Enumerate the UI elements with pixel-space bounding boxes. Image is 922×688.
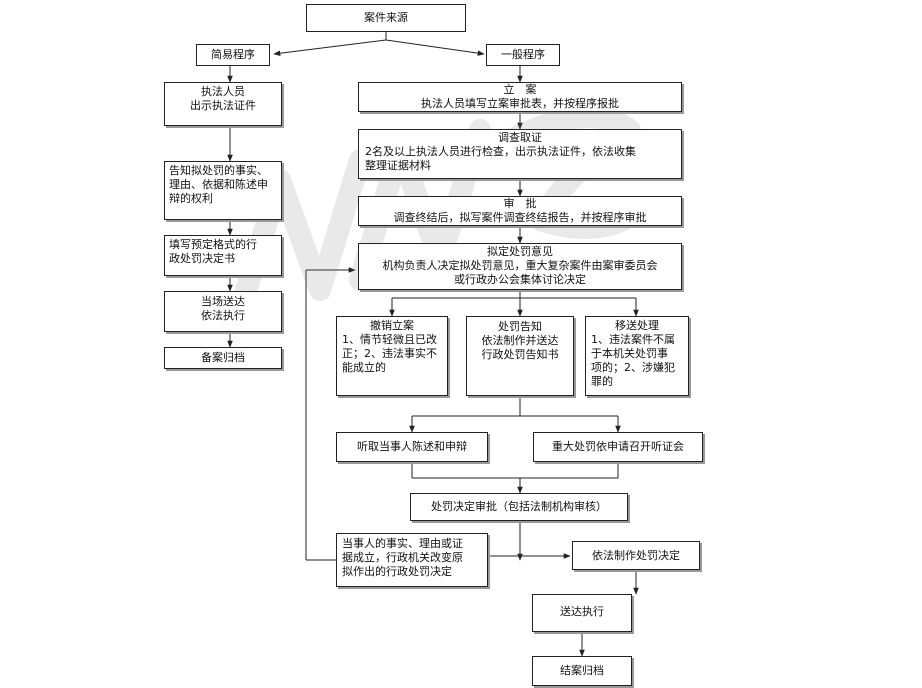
transfer-line-2: 于本机关处罚事 [591, 347, 668, 360]
cancel-filing-line-2: 正；2、违法事实不 [342, 347, 437, 360]
simple-step-5: 备案归档 [164, 347, 282, 369]
penalty-notice-line-1: 依法制作并送达 [481, 334, 559, 347]
hearing-label: 重大处罚依申请召开听证会 [552, 440, 684, 453]
simple-procedure-label: 简易程序 [211, 48, 255, 61]
statement-defense-label: 听取当事人陈述和申辩 [357, 440, 467, 453]
filing-text: 执法人员填写立案审批表，并按程序报批 [421, 97, 619, 110]
simple-step-3-line-2: 政处罚决定书 [169, 252, 235, 265]
transfer-line-4: 罪的 [591, 375, 613, 388]
deliver-label: 送达执行 [560, 605, 604, 618]
simple-step-1: 执法人员 出示执法证件 [164, 82, 282, 126]
simple-step-3: 填写预定格式的行 政处罚决定书 [164, 235, 282, 276]
filing-box: 立 案 执法人员填写立案审批表，并按程序报批 [358, 82, 682, 112]
decision-review-label: 处罚决定审批（包括法制机构审核） [431, 500, 607, 513]
cancel-filing-line-3: 能成立的 [342, 361, 386, 374]
changed-decision-box: 当事人的事实、理由或证 据成立，行政机关改变原 拟作出的行政处罚决定 [336, 533, 488, 587]
deliver-box: 送达执行 [532, 594, 632, 632]
investigation-title: 调查取证 [498, 131, 542, 144]
decision-review-box: 处罚决定审批（包括法制机构审核） [410, 493, 628, 521]
close-archive-box: 结案归档 [532, 656, 632, 686]
investigation-line-1: 2名及以上执法人员进行检查，出示执法证件，依法收集 [365, 145, 636, 158]
simple-step-4-line-2: 依法执行 [201, 309, 245, 322]
statement-defense-box: 听取当事人陈述和申辩 [336, 432, 488, 462]
simple-step-4: 当场送达 依法执行 [164, 291, 282, 332]
general-procedure-header: 一般程序 [486, 44, 560, 66]
hearing-box: 重大处罚依申请召开听证会 [533, 432, 703, 462]
transfer-box: 移送处理 1、违法案件不属 于本机关处罚事 项的；2、涉嫌犯 罪的 [585, 316, 689, 396]
investigation-box: 调查取证 2名及以上执法人员进行检查，出示执法证件，依法收集 整理证据材料 [358, 129, 682, 179]
simple-step-2-line-2: 理由、依据和陈述申 [169, 178, 268, 191]
simple-step-4-line-1: 当场送达 [201, 295, 245, 308]
make-decision-label: 依法制作处罚决定 [592, 549, 680, 562]
simple-step-5-line-1: 备案归档 [201, 351, 245, 364]
changed-decision-line-2: 据成立，行政机关改变原 [342, 551, 463, 564]
changed-decision-line-3: 拟作出的行政处罚决定 [342, 565, 452, 578]
transfer-line-1: 1、违法案件不属 [591, 333, 675, 346]
opinion-line-2: 或行政办公会集体讨论决定 [454, 273, 586, 286]
investigation-line-2: 整理证据材料 [365, 159, 431, 172]
approval-title: 审 批 [503, 197, 537, 210]
case-source-label: 案件来源 [364, 11, 408, 24]
transfer-title: 移送处理 [615, 319, 659, 332]
case-source-box: 案件来源 [306, 4, 466, 32]
filing-title: 立 案 [503, 83, 537, 96]
opinion-box: 拟定处罚意见 机构负责人决定拟处罚意见，重大复杂案件由案审委员会 或行政办公会集… [358, 243, 682, 290]
general-procedure-label: 一般程序 [501, 48, 545, 61]
simple-step-1-line-1: 执法人员 [201, 85, 245, 98]
cancel-filing-box: 撤销立案 1、情节轻微且已改 正；2、违法事实不 能成立的 [336, 316, 448, 396]
opinion-title: 拟定处罚意见 [487, 245, 553, 258]
close-archive-label: 结案归档 [560, 664, 604, 677]
simple-step-1-line-2: 出示执法证件 [190, 99, 256, 112]
changed-decision-line-1: 当事人的事实、理由或证 [342, 537, 463, 550]
approval-text: 调查终结后，拟写案件调查终结报告，并按程序审批 [393, 211, 647, 224]
simple-step-2-line-3: 辩的权利 [169, 192, 213, 205]
simple-procedure-header: 简易程序 [196, 44, 270, 66]
make-decision-box: 依法制作处罚决定 [572, 541, 700, 570]
opinion-line-1: 机构负责人决定拟处罚意见，重大复杂案件由案审委员会 [382, 259, 658, 272]
approval-box: 审 批 调查终结后，拟写案件调查终结报告，并按程序审批 [358, 196, 682, 226]
cancel-filing-title: 撤销立案 [370, 319, 414, 332]
penalty-notice-title: 处罚告知 [498, 320, 542, 333]
simple-step-2: 告知拟处罚的事实、 理由、依据和陈述申 辩的权利 [164, 161, 282, 220]
penalty-notice-line-2: 行政处罚告知书 [481, 348, 559, 361]
transfer-line-3: 项的；2、涉嫌犯 [591, 361, 675, 374]
penalty-notice-box: 处罚告知 依法制作并送达 行政处罚告知书 [466, 316, 574, 396]
simple-step-2-line-1: 告知拟处罚的事实、 [169, 164, 268, 177]
cancel-filing-line-1: 1、情节轻微且已改 [342, 333, 437, 346]
simple-step-3-line-1: 填写预定格式的行 [169, 238, 257, 251]
